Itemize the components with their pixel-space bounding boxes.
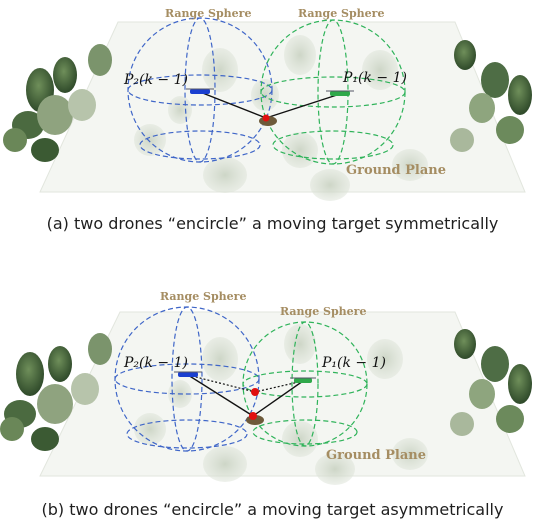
forest-right xyxy=(450,40,532,152)
ground-plane xyxy=(39,311,526,477)
line-p2-target xyxy=(187,374,254,417)
p2-position-label: P₂(k − 1) xyxy=(123,355,188,371)
sphere-label-left: Range Sphere xyxy=(165,7,251,20)
estimate-dot xyxy=(251,388,259,396)
caption-a: (a) two drones “encircle” a moving targe… xyxy=(46,214,499,233)
line-p1-estimate xyxy=(254,380,304,393)
panel-a-illustration: Range Sphere Range Sphere P₂(k − 1) P₁(k… xyxy=(3,7,532,201)
line-p1-target xyxy=(265,93,341,119)
caption-b: (b) two drones “encircle” a moving targe… xyxy=(41,500,504,519)
p2-position-label: P₂(k − 1) xyxy=(123,72,188,88)
drone-p1 xyxy=(326,90,354,96)
drone-p2 xyxy=(186,88,214,94)
sphere-label-right: Range Sphere xyxy=(298,7,384,20)
forest-left xyxy=(0,333,112,451)
p1-position-label: P₁(k − 1) xyxy=(342,70,407,86)
target-dot xyxy=(262,114,270,122)
sphere-label-left: Range Sphere xyxy=(160,290,246,303)
sphere-label-right: Range Sphere xyxy=(280,305,366,318)
range-sphere-left xyxy=(127,17,273,163)
ground-plane xyxy=(39,21,526,193)
forest-faded xyxy=(134,324,428,485)
p1-position-label: P₁(k − 1) xyxy=(321,355,386,371)
range-sphere-left xyxy=(114,306,260,452)
panel-b: Range Sphere Range Sphere P₂(k − 1) P₁(k… xyxy=(0,264,545,529)
ground-plane-label: Ground Plane xyxy=(326,448,426,463)
forest-right xyxy=(450,329,532,436)
panel-b-illustration: Range Sphere Range Sphere P₂(k − 1) P₁(k… xyxy=(0,290,532,485)
line-p2-target xyxy=(199,91,267,119)
line-p2-estimate xyxy=(187,374,256,393)
target-dot xyxy=(249,412,257,420)
drone-p2 xyxy=(174,371,202,377)
panel-a: Range Sphere Range Sphere P₂(k − 1) P₁(k… xyxy=(0,0,545,264)
line-p1-target xyxy=(252,380,304,417)
forest-left xyxy=(3,44,112,162)
drone-p1 xyxy=(290,377,316,383)
range-sphere-right xyxy=(242,321,368,447)
ground-plane-label: Ground Plane xyxy=(346,163,446,178)
